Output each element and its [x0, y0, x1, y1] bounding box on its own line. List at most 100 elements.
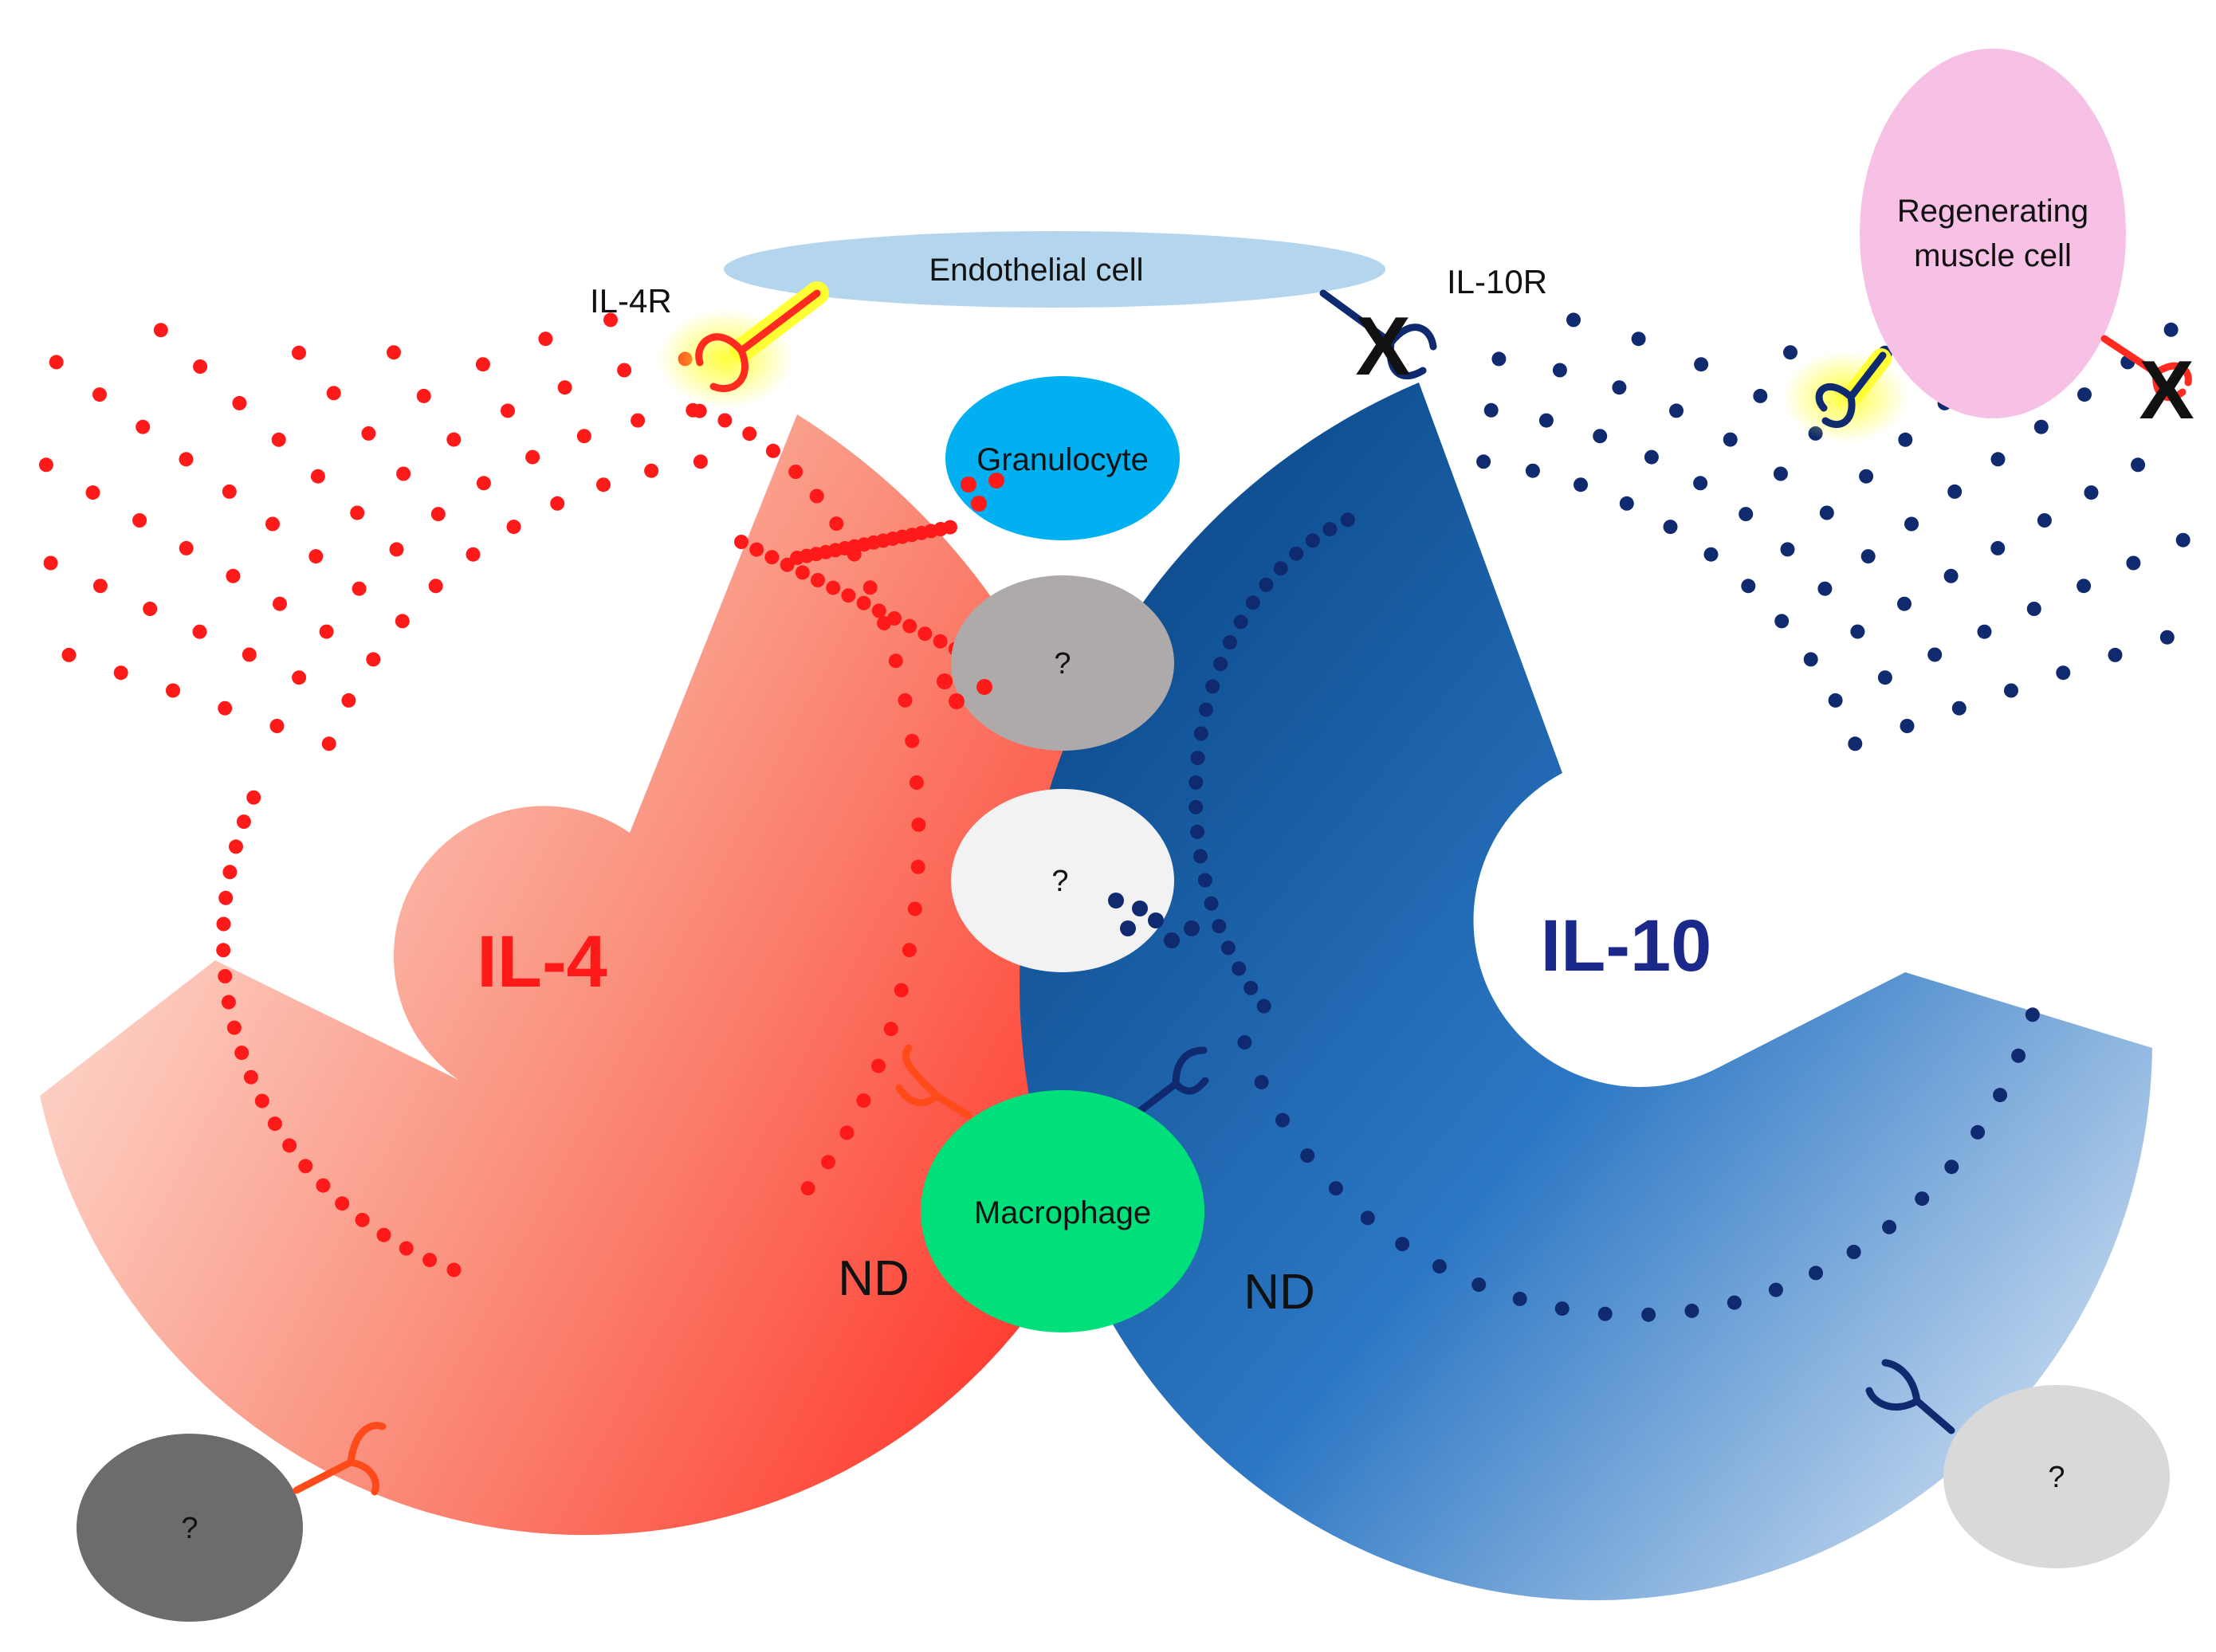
unknown-cell-middle [951, 789, 1174, 972]
molecule-dot [501, 403, 515, 418]
molecule-dot [1877, 670, 1892, 685]
molecule-dot [961, 477, 976, 492]
nd-label-left: ND [838, 1251, 910, 1306]
molecule-dot [2056, 665, 2071, 681]
molecule-dot [1148, 912, 1164, 928]
molecule-dot [1232, 961, 1247, 976]
il4r-receptor [658, 281, 829, 408]
molecule-dot [1898, 432, 1913, 447]
molecule-dot [1727, 1295, 1742, 1310]
molecule-dot [234, 1046, 249, 1061]
molecule-dot [1190, 824, 1204, 839]
molecule-dot [246, 790, 261, 805]
molecule-dot [1768, 1282, 1783, 1297]
molecule-dot [1244, 980, 1259, 995]
molecule-dot [1432, 1259, 1447, 1274]
cell-bound-dots [937, 473, 1200, 948]
molecule-dot [269, 719, 285, 733]
molecule-dot [1817, 581, 1833, 596]
molecule-dot [1184, 920, 1200, 936]
unknown-cell-bottom-right-label: ? [2048, 1461, 2065, 1494]
molecule-dot [888, 653, 903, 669]
molecule-dot [298, 1159, 313, 1174]
molecule-dot [1491, 351, 1507, 367]
molecule-dot [242, 647, 257, 662]
il10r-blocked-x: X [1355, 300, 1410, 393]
molecule-dot [902, 943, 917, 958]
molecule-dot [1120, 920, 1136, 936]
molecule-dot [319, 624, 334, 639]
molecule-dot [1993, 1088, 2008, 1103]
molecule-dot [1803, 652, 1818, 667]
molecule-dot [218, 969, 233, 983]
molecule-dot [1300, 1148, 1315, 1163]
molecule-dot [1199, 702, 1213, 717]
molecule-dot [2033, 419, 2049, 434]
molecule-dot [1693, 476, 1708, 491]
molecule-dot [218, 700, 233, 716]
molecule-dot [1927, 647, 1943, 662]
molecule-dot [1273, 561, 1288, 576]
molecule-dot [366, 652, 381, 667]
molecule-dot [1554, 1301, 1570, 1316]
molecule-dot [1783, 345, 1798, 360]
molecule-dot [1193, 726, 1208, 741]
molecule-dot [1644, 449, 1659, 465]
molecule-dot [937, 673, 953, 689]
molecule-dot [1322, 522, 1338, 537]
molecule-dot [308, 549, 324, 564]
molecule-dot [1233, 614, 1248, 630]
molecule-dot [193, 359, 208, 374]
molecule-dot [1774, 614, 1790, 629]
regenerating-cell-label-line1: Regenerating [1897, 194, 2088, 229]
molecule-dot [506, 520, 521, 535]
granulocyte-label: Granulocyte [976, 442, 1149, 477]
molecule-dot [1741, 579, 1756, 594]
molecule-dot [1220, 940, 1236, 955]
il4-label: IL-4 [477, 921, 607, 1003]
molecule-dot [2108, 647, 2123, 662]
bottom-left-il4r-receptor [293, 1422, 387, 1496]
molecule-dot [216, 916, 231, 932]
molecule-dot [1860, 549, 1876, 564]
molecule-dot [226, 1020, 242, 1035]
granulocyte-cell [945, 376, 1180, 540]
bottom-right-il10r-receptor [1865, 1359, 1955, 1434]
molecule-dot [1164, 932, 1180, 948]
molecule-dot [1476, 454, 1491, 469]
molecule-dot [179, 540, 194, 555]
molecule-dot [1951, 700, 1967, 716]
molecule-dot [971, 496, 987, 512]
molecule-dot [179, 452, 194, 467]
molecule-dot [2037, 513, 2052, 528]
molecule-dot [1819, 505, 1834, 520]
molecule-dot [1684, 1303, 1699, 1318]
molecule-dot [85, 485, 100, 500]
molecule-dot [430, 507, 446, 522]
molecule-dot [1237, 1034, 1252, 1050]
molecule-dot [1204, 896, 1219, 911]
molecule-dot [265, 516, 280, 532]
molecule-dot [1809, 1265, 1823, 1281]
molecule-dot [321, 736, 336, 751]
molecule-dot [1641, 1307, 1656, 1322]
molecule-dot [734, 535, 748, 549]
regenerating-cell-label-line2: muscle cell [1914, 238, 2072, 273]
molecule-dot [1859, 469, 1874, 484]
molecule-dot [389, 542, 404, 557]
molecule-dot [466, 547, 481, 562]
molecule-dot [2077, 387, 2092, 402]
il4-ring [40, 414, 1119, 1536]
molecule-dot [1254, 1075, 1269, 1089]
molecule-dot [765, 443, 780, 458]
molecule-dot [216, 943, 231, 958]
unknown-cell-top-label: ? [1054, 647, 1071, 681]
molecule-dot [396, 466, 411, 481]
molecule-dot [871, 603, 886, 618]
molecule-dot [1275, 1112, 1290, 1128]
molecule-dot [1669, 403, 1684, 418]
molecule-dot [1904, 516, 1919, 532]
molecule-dot [92, 387, 107, 402]
molecule-dot [1471, 1277, 1487, 1293]
molecule-dot [236, 814, 251, 830]
